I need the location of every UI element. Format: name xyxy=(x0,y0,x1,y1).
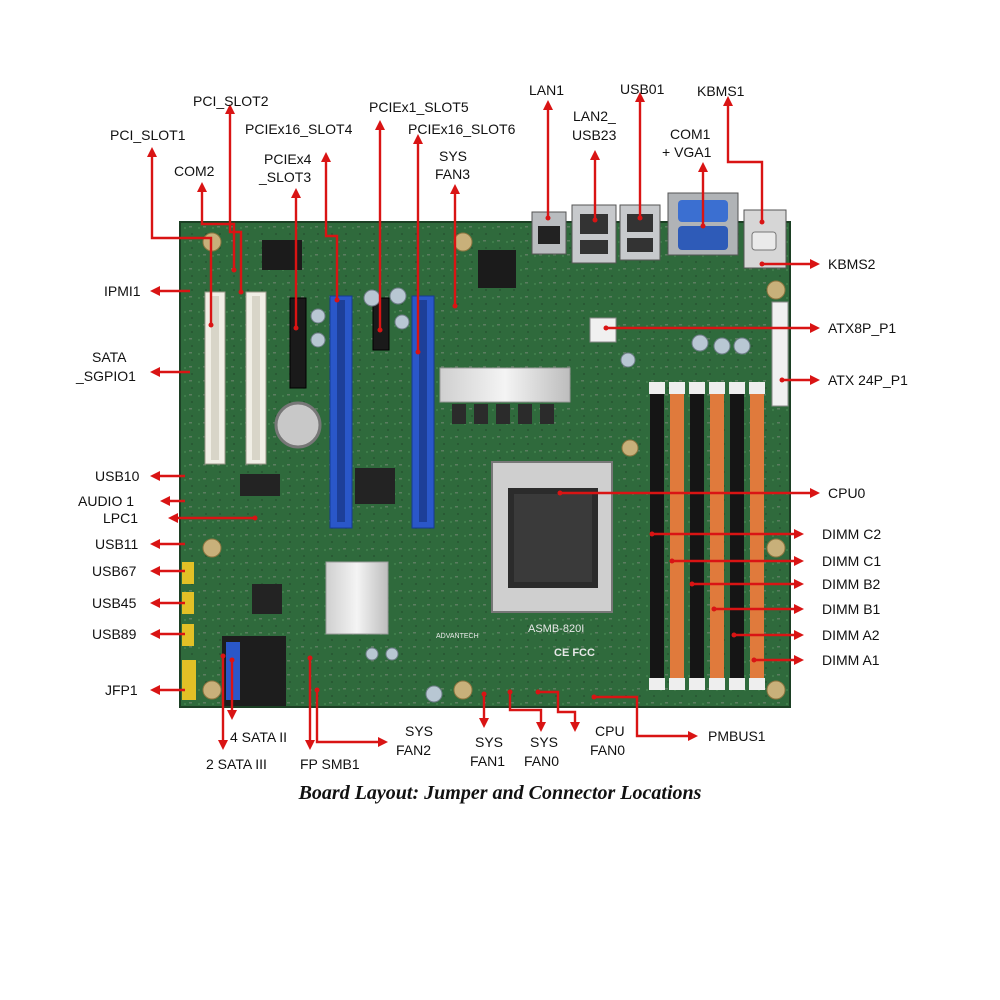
board-brand: ADVANTECH xyxy=(436,633,479,640)
label-audio1: AUDIO 1 xyxy=(78,493,134,509)
label-pci-slot2: PCI_SLOT2 xyxy=(193,93,269,109)
label-sys-fan3-line1: SYS xyxy=(439,148,467,164)
label-cpu0: CPU0 xyxy=(828,485,866,501)
label-sys-fan0-line1: SYS xyxy=(530,734,558,750)
label-sys-fan2-line2: FAN2 xyxy=(396,742,431,758)
label-sata-sgpio1-line2: _SGPIO1 xyxy=(75,368,136,384)
label-usb67: USB67 xyxy=(92,563,137,579)
dimm-b1-slot xyxy=(710,390,724,690)
label-jfp1: JFP1 xyxy=(105,682,138,698)
label-cpu-fan0-line1: CPU xyxy=(595,723,625,739)
label-2-sata3: 2 SATA III xyxy=(206,756,267,772)
label-atx24p: ATX 24P_P1 xyxy=(828,372,908,388)
label-pmbus1: PMBUS1 xyxy=(708,728,766,744)
label-lpc1: LPC1 xyxy=(103,510,138,526)
label-lan2-line2: USB23 xyxy=(572,127,617,143)
leader-pciex16-slot4 xyxy=(324,160,339,300)
label-pciex16-slot4: PCIEx16_SLOT4 xyxy=(245,121,353,137)
leader-kbms1 xyxy=(726,104,764,222)
label-sys-fan3-line2: FAN3 xyxy=(435,166,470,182)
label-sys-fan1-line1: SYS xyxy=(475,734,503,750)
label-com1-line2: + VGA1 xyxy=(662,144,712,160)
label-pciex1-slot5: PCIEx1_SLOT5 xyxy=(369,99,469,115)
dimm-b2-slot xyxy=(690,390,704,690)
leader-com2 xyxy=(200,190,236,270)
label-atx8p: ATX8P_P1 xyxy=(828,320,896,336)
label-com2: COM2 xyxy=(174,163,215,179)
leader-sys-fan0 xyxy=(508,692,543,724)
label-sys-fan1-line2: FAN1 xyxy=(470,753,505,769)
label-dimm-a2: DIMM A2 xyxy=(822,627,880,643)
label-pciex4-slot3-line2: _SLOT3 xyxy=(258,169,311,185)
label-usb10: USB10 xyxy=(95,468,140,484)
board-model: ASMB-820I xyxy=(528,623,584,635)
vrm-heatsink xyxy=(439,367,571,403)
leader-pci-slot1 xyxy=(150,155,213,325)
label-sys-fan2-line1: SYS xyxy=(405,723,433,739)
leader-sys-fan2 xyxy=(315,690,380,744)
label-ipmi1: IPMI1 xyxy=(104,283,141,299)
board-cert: CE FCC xyxy=(554,647,595,659)
label-pciex16-slot6: PCIEx16_SLOT6 xyxy=(408,121,516,137)
leader-pmbus1 xyxy=(594,695,690,738)
label-com1-line1: COM1 xyxy=(670,126,711,142)
label-sys-fan0-line2: FAN0 xyxy=(524,753,559,769)
label-usb11: USB11 xyxy=(95,536,139,552)
label-usb45: USB45 xyxy=(92,595,137,611)
label-dimm-c1: DIMM C1 xyxy=(822,553,881,569)
label-lan2-line1: LAN2_ xyxy=(573,108,616,124)
label-pciex4-slot3-line1: PCIEx4 xyxy=(264,151,312,167)
motherboard: ADVANTECH ASMB-820I CE FCC xyxy=(179,192,791,708)
dimm-c2-slot xyxy=(650,390,664,690)
label-lan1: LAN1 xyxy=(529,82,564,98)
dimm-a2-slot xyxy=(730,390,744,690)
arrow-tips xyxy=(147,92,820,750)
cmos-battery xyxy=(274,401,322,449)
atx8p-connector xyxy=(589,317,617,343)
label-sata-sgpio1-line1: SATA xyxy=(92,349,127,365)
label-dimm-b1: DIMM B1 xyxy=(822,601,881,617)
label-kbms1: KBMS1 xyxy=(697,83,745,99)
label-usb01: USB01 xyxy=(620,81,665,97)
bmc-chip xyxy=(478,250,516,288)
label-dimm-a1: DIMM A1 xyxy=(822,652,880,668)
connector-labels: PCI_SLOT2 PCI_SLOT1 COM2 PCIEx16_SLOT4 P… xyxy=(75,81,908,772)
label-pci-slot1: PCI_SLOT1 xyxy=(110,127,186,143)
pch-heatsink xyxy=(325,561,389,635)
atx24p-connector xyxy=(771,301,789,407)
label-cpu-fan0-line2: FAN0 xyxy=(590,742,625,758)
figure-caption: Board Layout: Jumper and Connector Locat… xyxy=(298,782,702,804)
leader-lines xyxy=(150,100,812,744)
label-dimm-b2: DIMM B2 xyxy=(822,576,881,592)
dimm-a1-slot xyxy=(750,390,764,690)
label-usb89: USB89 xyxy=(92,626,137,642)
pcb xyxy=(179,221,791,708)
label-4-sata2: 4 SATA II xyxy=(230,729,287,745)
label-fp-smb1: FP SMB1 xyxy=(300,756,360,772)
leader-cpu-fan0 xyxy=(538,690,577,724)
label-dimm-c2: DIMM C2 xyxy=(822,526,881,542)
label-kbms2: KBMS2 xyxy=(828,256,876,272)
pciex4-slot3 xyxy=(289,297,307,389)
leader-pci-slot2 xyxy=(228,112,243,292)
dimm-c1-slot xyxy=(670,390,684,690)
